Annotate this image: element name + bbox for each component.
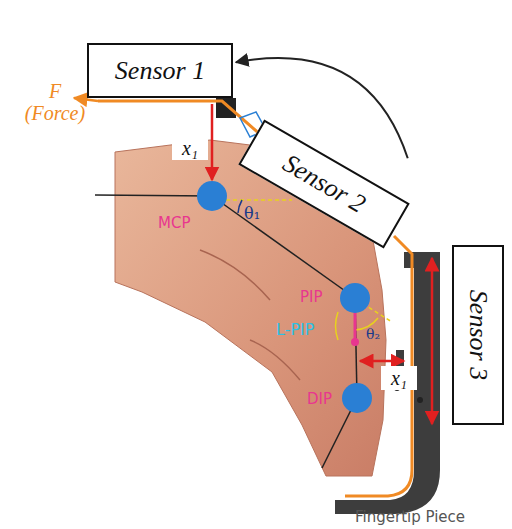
force-label: F (Force): [18, 80, 92, 124]
length-label: L-PIP: [276, 320, 314, 339]
part-label: Fingertip Piece: [355, 508, 465, 526]
sensor-box: Sensor 3: [452, 245, 504, 425]
angle-label: θ₁: [244, 204, 260, 223]
node-text: x₁: [182, 137, 198, 160]
node-text: Sensor 3: [463, 290, 493, 380]
angle-label: θ₂: [366, 326, 380, 342]
joint-label: PIP: [300, 288, 323, 306]
node-text: x₁: [391, 367, 407, 390]
sensor-box: Sensor 1: [87, 43, 233, 98]
node-text: Sensor 1: [115, 56, 205, 86]
joint-label: DIP: [307, 390, 332, 408]
dimension-box: x₁: [381, 366, 417, 390]
dimension-box: x₁: [172, 136, 208, 160]
joint-label: MCP: [158, 214, 190, 232]
